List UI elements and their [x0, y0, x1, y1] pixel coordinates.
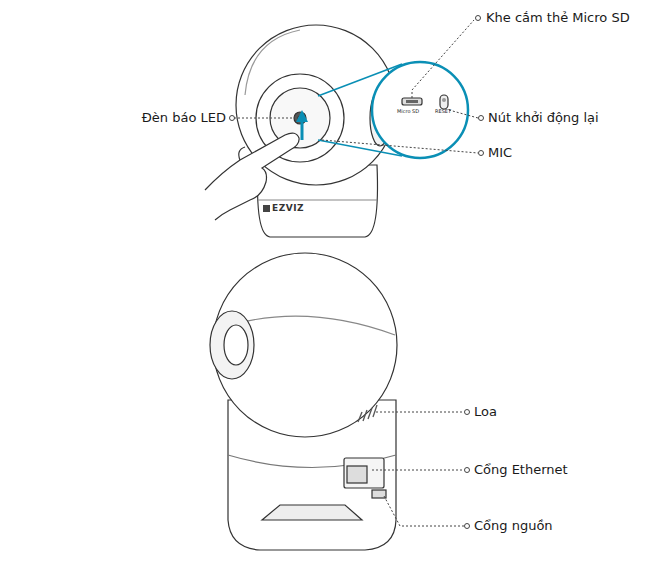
port-marking: Micro SD [397, 109, 419, 115]
port-marking: RESET [435, 109, 451, 115]
part-label: Loa [474, 405, 497, 419]
part-label: Nút khởi động lại [488, 111, 599, 125]
part-label: Cổng nguồn [474, 519, 553, 533]
part-label: Cổng Ethernet [474, 463, 568, 477]
part-label: MIC [488, 146, 512, 160]
part-label: Đèn báo LED [142, 111, 226, 125]
part-label: Khe cắm thẻ Micro SD [486, 11, 630, 25]
brand-logo: EZVIZ [272, 204, 304, 214]
